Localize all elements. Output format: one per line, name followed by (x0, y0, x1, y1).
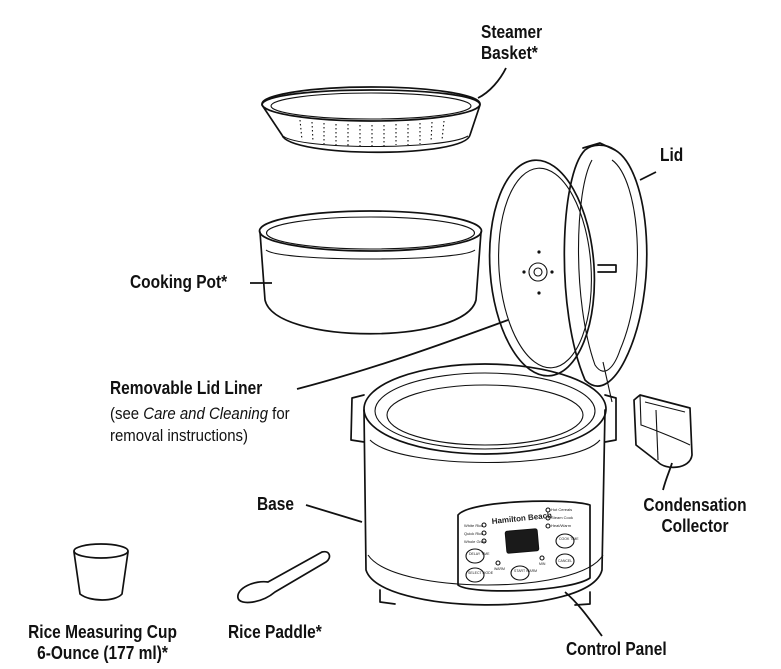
cancel-button (555, 553, 575, 569)
lid-liner-note-suffix: for (268, 404, 290, 423)
leader-steamer-basket (477, 67, 507, 99)
label-condensation-collector-line1: Condensation (643, 495, 747, 515)
panel-brand: Hamilton Beach (491, 511, 552, 526)
lid-liner-illustration (488, 159, 596, 377)
leader-lid (639, 171, 657, 181)
panel-mode-hot-cereals: Hot Cereals (551, 507, 572, 512)
label-rice-measuring-cup-line1: Rice Measuring Cup (28, 622, 177, 642)
leader-base (305, 504, 363, 523)
lid-liner-note-line2: removal instructions) (110, 426, 249, 445)
cook-time-label: COOK TIME (559, 537, 579, 541)
label-control-panel: Control Panel (566, 639, 667, 659)
panel-mode-white-rice: White Rice (464, 523, 484, 528)
select-mode-button (465, 567, 485, 583)
start-warm-button (510, 565, 530, 581)
label-condensation-collector-line2: Collector (661, 516, 729, 536)
label-cooking-pot: Cooking Pot* (130, 272, 228, 292)
cancel-label: CANCEL (558, 559, 572, 563)
delay-time-label: DELAY TIME (469, 552, 490, 556)
cooking-pot-illustration (258, 210, 483, 335)
delay-time-button (465, 548, 485, 564)
label-rice-paddle: Rice Paddle* (228, 622, 322, 642)
lid-liner-note-line1: (see Care and Cleaning for (110, 403, 290, 424)
lid-liner-note-prefix: (see (110, 404, 144, 423)
label-steamer-basket: Steamer Basket* (481, 22, 542, 64)
rice-paddle-illustration (237, 550, 331, 604)
condensation-collector-illustration (633, 394, 693, 469)
min-indicator-label: MIN (539, 562, 546, 566)
leader-condensation-collector (662, 462, 673, 491)
label-condensation-collector: Condensation Collector (631, 495, 760, 537)
panel-mode-steam-cook: Steam Cook (551, 515, 573, 520)
rice-measuring-cup-illustration (73, 543, 129, 601)
panel-mode-whole-grain: Whole Grain (464, 539, 486, 544)
label-steamer-basket-line2: Basket* (481, 43, 538, 63)
control-panel-illustration: Hamilton Beach White Rice Quick Rice Who… (457, 500, 591, 592)
steamer-basket-illustration (261, 86, 481, 154)
panel-display (504, 528, 540, 554)
label-base: Base (257, 494, 295, 514)
label-steamer-basket-line1: Steamer (481, 22, 543, 42)
leader-control-panel (564, 591, 603, 637)
lid-liner-note-italic: Care and Cleaning (143, 404, 269, 423)
panel-mode-quick-rice: Quick Rice (464, 531, 484, 536)
select-mode-label: SELECT MODE (468, 571, 494, 575)
leader-lid-liner (296, 319, 509, 390)
base-illustration (350, 363, 617, 606)
panel-mode-heat-warm: Heat/Warm (551, 523, 572, 528)
leader-lines (250, 67, 673, 637)
start-warm-label: START WARM (514, 569, 537, 573)
cook-time-button (555, 533, 575, 549)
lid-illustration (563, 142, 648, 403)
label-rice-measuring-cup: Rice Measuring Cup 6-Ounce (177 ml)* (14, 622, 190, 664)
label-rice-measuring-cup-line2: 6-Ounce (177 ml)* (37, 643, 168, 663)
label-lid: Lid (660, 145, 684, 165)
label-removable-lid-liner: Removable Lid Liner (110, 378, 263, 398)
warm-indicator-label: WARM (494, 567, 505, 571)
